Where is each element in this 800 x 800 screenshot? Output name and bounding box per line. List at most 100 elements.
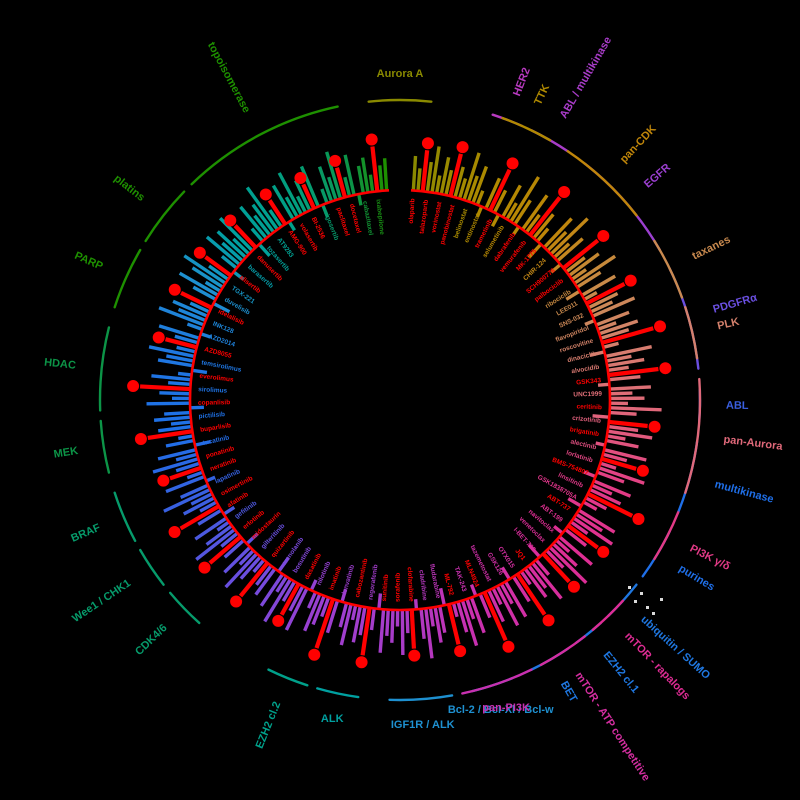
- polar-bar: [411, 155, 418, 191]
- polar-bar: [475, 205, 484, 218]
- group-arc: [367, 98, 433, 103]
- group-arc: [113, 248, 142, 309]
- polar-bar: [589, 300, 614, 314]
- polar-bar: [301, 183, 316, 210]
- group-label: EZH2 cl.2: [254, 700, 284, 750]
- group-arc: [316, 687, 360, 699]
- polar-bar: [606, 357, 645, 368]
- group-label: ubiquitin / SUMO: [638, 614, 712, 682]
- polar-bar: [592, 414, 610, 419]
- polar-bar: [608, 419, 648, 429]
- highlight-dot: [624, 274, 637, 287]
- polar-bar: [277, 172, 303, 216]
- group-arc: [99, 419, 111, 474]
- drug-label: cladribine: [417, 570, 428, 602]
- polar-bar: [545, 549, 565, 569]
- group-label: topoisomerase: [205, 40, 252, 115]
- polar-bar: [151, 374, 192, 382]
- polar-bar: [575, 512, 604, 533]
- group-label: HDAC: [44, 357, 77, 372]
- polar-bar: [536, 227, 550, 243]
- polar-bar: [527, 543, 541, 558]
- polar-bar: [194, 439, 212, 447]
- polar-bar: [439, 156, 451, 195]
- polar-bar: [294, 179, 312, 212]
- polar-bar: [153, 415, 191, 422]
- drug-label: INK128: [212, 321, 235, 336]
- highlight-dot: [506, 157, 519, 170]
- polar-bar: [212, 301, 231, 314]
- polar-bar: [378, 165, 384, 191]
- polar-bar: [179, 483, 209, 499]
- polar-bar: [320, 596, 331, 618]
- highlight-dot: [454, 645, 467, 658]
- drug-label: TAK-243: [453, 566, 468, 593]
- polar-bar: [284, 196, 299, 218]
- polar-bar: [252, 558, 266, 574]
- polar-bar: [457, 177, 468, 200]
- polar-bar: [357, 193, 363, 206]
- polar-bar: [174, 334, 199, 345]
- scale-tick: [646, 606, 649, 609]
- polar-bar: [377, 593, 383, 610]
- polar-bar: [220, 255, 238, 270]
- highlight-dot: [355, 656, 368, 669]
- polar-bar: [475, 190, 485, 206]
- polar-bar: [178, 271, 219, 297]
- polar-bar: [509, 176, 540, 223]
- polar-bar: [585, 281, 626, 306]
- highlight-dot: [597, 545, 610, 558]
- group-label: Bcl-2 / Bcl-Xl / Bcl-w: [448, 704, 554, 716]
- scale-tick: [660, 598, 663, 601]
- polar-bar: [199, 500, 218, 513]
- polar-bar: [607, 429, 653, 440]
- polar-bar: [205, 475, 216, 483]
- polar-bar: [320, 188, 329, 204]
- polar-bar: [438, 605, 447, 634]
- polar-bar: [590, 350, 605, 357]
- group-label: pan-CDK: [618, 123, 659, 166]
- drug-label: lenvatinib: [341, 564, 356, 595]
- polar-bar: [503, 580, 528, 618]
- polar-bar: [245, 186, 279, 231]
- polar-bar: [239, 555, 262, 580]
- polar-bar: [369, 608, 376, 631]
- drug-label: imatinib: [328, 565, 343, 591]
- highlight-dot: [597, 229, 610, 242]
- polar-bar: [317, 166, 334, 203]
- polar-bar: [519, 570, 532, 586]
- polar-bar: [576, 270, 602, 289]
- polar-bar: [321, 204, 330, 218]
- polar-bar: [175, 461, 201, 473]
- polar-bar: [146, 401, 191, 406]
- polar-bar: [562, 238, 600, 270]
- polar-bar: [527, 243, 543, 259]
- polar-bar: [524, 213, 541, 234]
- polar-bar: [584, 318, 596, 326]
- drug-label: buparlisib: [200, 422, 232, 434]
- polar-bar: [556, 237, 584, 263]
- polar-bar: [434, 175, 442, 194]
- polar-bar: [601, 326, 654, 345]
- highlight-dot: [421, 137, 434, 150]
- polar-bar: [259, 573, 285, 607]
- polar-bar: [288, 585, 305, 612]
- polar-bar: [157, 448, 197, 461]
- group-label: PDGFRα: [712, 292, 759, 316]
- polar-bar: [303, 593, 322, 632]
- polar-bar: [164, 410, 191, 416]
- highlight-dot: [193, 246, 206, 259]
- polar-bar: [568, 252, 600, 277]
- polar-bar: [197, 508, 223, 526]
- polar-bar: [238, 549, 255, 566]
- highlight-dot: [230, 595, 243, 608]
- polar-bar: [277, 556, 290, 573]
- polar-bar: [233, 224, 258, 249]
- polar-bar: [194, 516, 228, 541]
- polar-bar: [513, 199, 532, 226]
- polar-bar: [158, 306, 205, 327]
- group-arc: [668, 267, 700, 370]
- polar-bar: [465, 598, 476, 620]
- group-arc: [98, 326, 111, 412]
- polar-bar: [205, 524, 233, 546]
